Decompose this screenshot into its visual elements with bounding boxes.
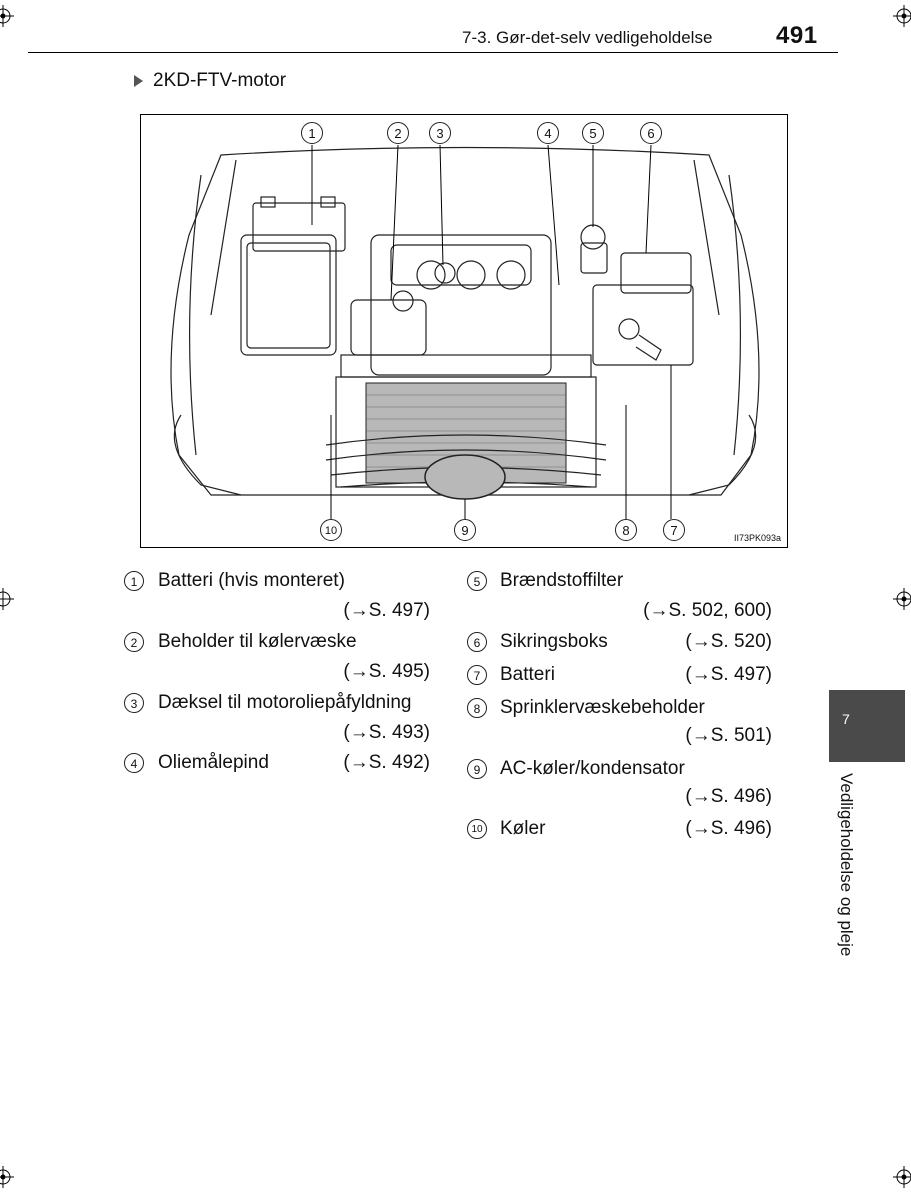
legend-ref: (→S. 492)	[343, 752, 430, 773]
callout-10: 10	[320, 519, 342, 541]
legend-ref: (→S. 495)	[343, 661, 430, 682]
legend-ref: (→S. 496)	[685, 786, 772, 807]
callout-5: 5	[582, 122, 604, 144]
legend-number: 2	[124, 632, 144, 652]
legend-number: 5	[467, 571, 487, 591]
legend-ref: (→S. 497)	[343, 600, 430, 621]
page-number: 491	[776, 22, 818, 49]
legend-number: 4	[124, 753, 144, 773]
legend-text: Batteri (hvis monteret)	[158, 570, 345, 591]
legend-number: 3	[124, 693, 144, 713]
chapter-tab-label: Vedligeholdelse og pleje	[837, 773, 856, 957]
engine-subtitle: 2KD-FTV-motor	[134, 70, 286, 92]
legend-text: AC-køler/kondensator	[500, 758, 685, 779]
registration-mark	[893, 1166, 911, 1188]
registration-mark	[893, 5, 911, 27]
legend-text: Beholder til kølervæske	[158, 631, 357, 652]
legend-ref: (→S. 502, 600)	[643, 600, 772, 621]
engine-subtitle-text: 2KD-FTV-motor	[153, 70, 287, 91]
registration-mark	[893, 588, 911, 610]
legend-ref: (→S. 493)	[343, 722, 430, 743]
chapter-tab	[829, 690, 905, 762]
legend-text: Køler	[500, 818, 546, 839]
legend-number: 7	[467, 665, 487, 685]
callout-8: 8	[615, 519, 637, 541]
legend-ref: (→S. 496)	[685, 818, 772, 839]
callout-2: 2	[387, 122, 409, 144]
engine-bay-illustration: 1 2 3 4 5 6 7 8 9 10 II73PK093a	[140, 114, 788, 548]
legend-text: Batteri	[500, 664, 555, 685]
legend-number: 8	[467, 698, 487, 718]
registration-mark	[0, 588, 14, 610]
engine-bay-drawing	[170, 144, 760, 519]
legend-text: Brændstoffilter	[500, 570, 624, 591]
registration-mark	[0, 1166, 14, 1188]
header-rule	[28, 52, 838, 53]
legend-ref: (→S. 497)	[685, 664, 772, 685]
legend-number: 1	[124, 571, 144, 591]
triangle-bullet-icon	[134, 75, 143, 87]
legend-ref: (→S. 501)	[685, 725, 772, 746]
legend-number: 10	[467, 819, 487, 839]
callout-7: 7	[663, 519, 685, 541]
callout-1: 1	[301, 122, 323, 144]
legend-text: Dæksel til motoroliepåfyldning	[158, 692, 412, 713]
legend-number: 6	[467, 632, 487, 652]
figure-code: II73PK093a	[733, 533, 781, 543]
legend-text: Sprinklervæskebeholder	[500, 697, 705, 718]
legend-ref: (→S. 520)	[685, 631, 772, 652]
legend-number: 9	[467, 759, 487, 779]
callout-9: 9	[454, 519, 476, 541]
registration-mark	[0, 5, 14, 27]
legend-text: Sikringsboks	[500, 631, 608, 652]
callout-6: 6	[640, 122, 662, 144]
chapter-tab-number: 7	[842, 711, 850, 727]
callout-3: 3	[429, 122, 451, 144]
legend-text: Oliemålepind	[158, 752, 269, 773]
section-title: 7-3. Gør-det-selv vedligeholdelse	[462, 28, 713, 47]
callout-4: 4	[537, 122, 559, 144]
